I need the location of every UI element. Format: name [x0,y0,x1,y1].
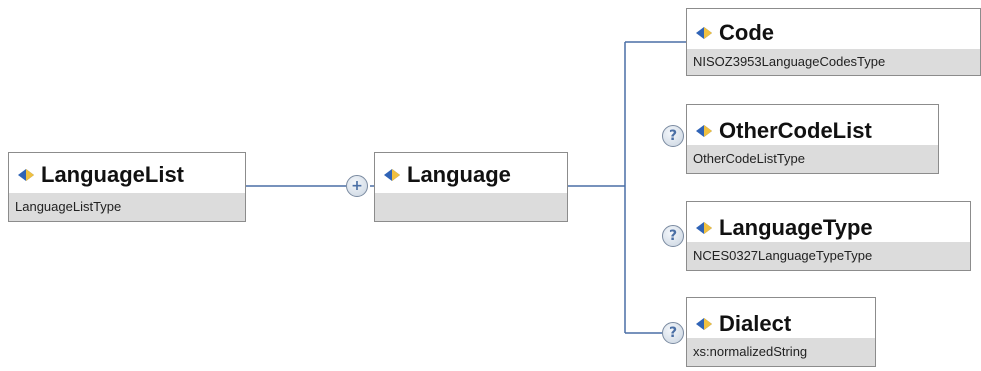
node-dialect[interactable]: Dialect xs:normalizedString [686,297,876,367]
element-diamond-icon [696,27,712,39]
node-languagetype[interactable]: LanguageType NCES0327LanguageTypeType [686,201,971,271]
node-type: LanguageListType [9,193,245,221]
element-diamond-icon [696,222,712,234]
node-name: LanguageType [719,215,873,240]
node-name: OtherCodeList [719,118,872,143]
node-languagelist[interactable]: LanguageList LanguageListType [8,152,246,222]
node-type: OtherCodeListType [687,145,938,173]
element-diamond-icon [18,169,34,181]
node-language[interactable]: Language [374,152,568,222]
node-type [375,193,567,221]
optional-badge-icon[interactable]: ? [662,125,684,147]
node-othercodelist[interactable]: OtherCodeList OtherCodeListType [686,104,939,174]
node-type: NCES0327LanguageTypeType [687,242,970,270]
node-type: NISOZ3953LanguageCodesType [687,49,980,75]
node-name: Dialect [719,311,792,336]
element-diamond-icon [696,125,712,137]
node-name: Code [719,20,774,45]
element-diamond-icon [384,169,400,181]
element-diamond-icon [696,318,712,330]
node-code[interactable]: Code NISOZ3953LanguageCodesType [686,8,981,76]
node-name: Language [407,162,511,187]
expand-plus-icon[interactable]: + [346,175,368,197]
node-type: xs:normalizedString [687,338,875,366]
optional-badge-icon[interactable]: ? [662,225,684,247]
optional-badge-icon[interactable]: ? [662,322,684,344]
node-name: LanguageList [41,162,185,187]
